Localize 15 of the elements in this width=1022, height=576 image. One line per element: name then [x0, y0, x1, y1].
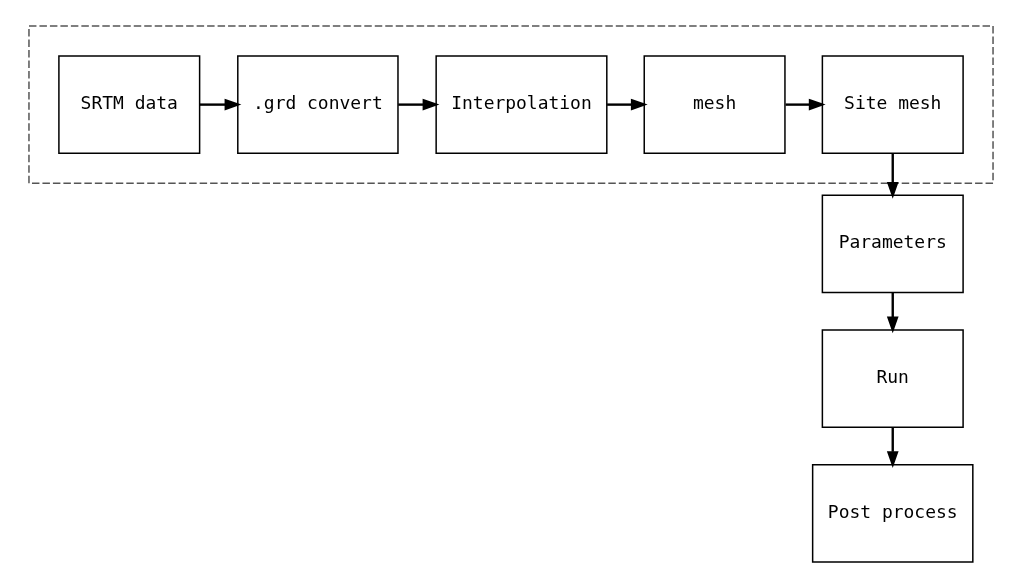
node-box: Run	[821, 329, 964, 428]
node-box: Site mesh	[821, 55, 964, 154]
node-box: Interpolation	[435, 55, 608, 154]
node-box: .grd convert	[237, 55, 399, 154]
node-box: Post process	[811, 463, 974, 563]
arrow	[886, 292, 899, 334]
arrow	[200, 98, 242, 111]
arrow	[607, 98, 648, 111]
arrow	[785, 98, 826, 111]
node-box: mesh	[643, 55, 786, 154]
arrow	[886, 153, 899, 199]
node-box: SRTM data	[58, 55, 201, 154]
node-box: Parameters	[821, 194, 964, 294]
arrow	[886, 427, 899, 468]
arrow	[398, 98, 440, 111]
